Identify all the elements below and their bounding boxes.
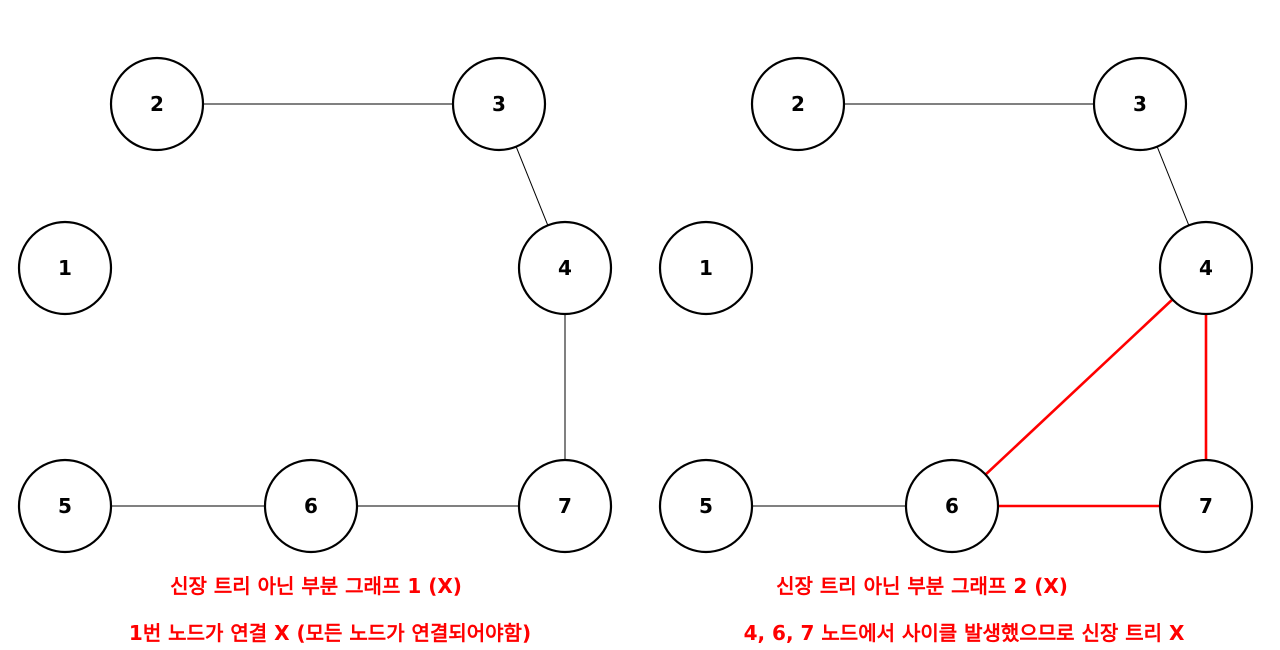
node-circle [658,458,754,554]
node-2: 2 [109,56,205,152]
node-label: 7 [558,494,572,518]
node-circle [1092,56,1188,152]
node-label: 4 [1199,256,1213,280]
node-label: 6 [304,494,318,518]
node-circle [109,56,205,152]
node-2: 2 [750,56,846,152]
node-label: 1 [58,256,72,280]
node-label: 7 [1199,494,1213,518]
subgraph-2-title: 신장 트리 아닌 부분 그래프 2 (X) [776,574,1068,598]
subgraph-1-title: 신장 트리 아닌 부분 그래프 1 (X) [170,574,462,598]
node-circle [17,220,113,316]
node-3: 3 [451,56,547,152]
node-circle [1158,458,1254,554]
subgraph-1-note: 1번 노드가 연결 X (모든 노드가 연결되어야함) [128,621,532,645]
node-6: 6 [904,458,1000,554]
node-label: 2 [791,92,805,116]
node-circle [451,56,547,152]
node-circle [904,458,1000,554]
node-label: 4 [558,256,572,280]
node-circle [517,458,613,554]
node-7: 7 [1158,458,1254,554]
node-3: 3 [1092,56,1188,152]
node-label: 2 [150,92,164,116]
subgraph-2-note: 4, 6, 7 노드에서 사이클 발생했으므로 신장 트리 X [743,621,1185,645]
node-label: 3 [1133,92,1147,116]
node-circle [1158,220,1254,316]
node-circle [658,220,754,316]
node-4: 4 [517,220,613,316]
node-1: 1 [658,220,754,316]
subgraph-2: 1 2 3 4 5 6 7 [658,56,1254,554]
node-circle [750,56,846,152]
node-5: 5 [17,458,113,554]
node-1: 1 [17,220,113,316]
node-label: 3 [492,92,506,116]
node-circle [517,220,613,316]
node-label: 1 [699,256,713,280]
node-label: 6 [945,494,959,518]
node-6: 6 [263,458,359,554]
node-7: 7 [517,458,613,554]
node-label: 5 [699,494,713,518]
node-circle [263,458,359,554]
node-5: 5 [658,458,754,554]
subgraph-1: 1 2 3 4 5 6 7 [17,56,613,554]
cycle-edge-4-6 [951,267,1207,507]
node-4: 4 [1158,220,1254,316]
node-circle [17,458,113,554]
node-label: 5 [58,494,72,518]
